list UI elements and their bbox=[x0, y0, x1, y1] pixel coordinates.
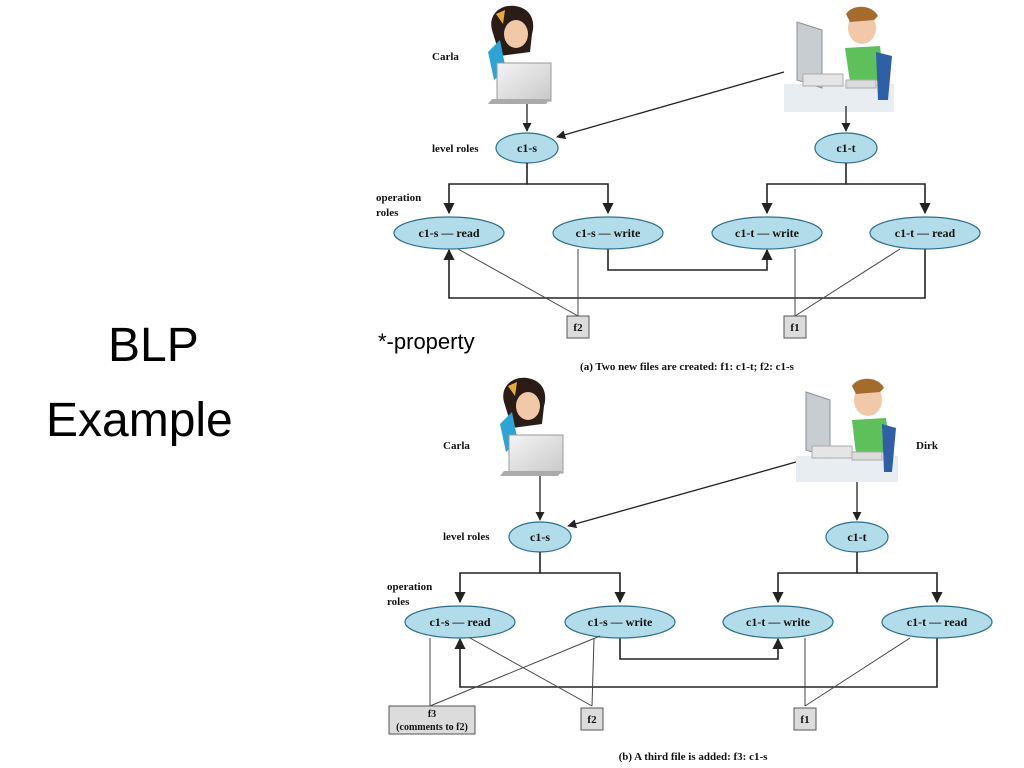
op-role-c1-t-read-a bbox=[869, 216, 981, 250]
carla-illustration-icon bbox=[488, 5, 552, 104]
file-f1-b bbox=[793, 707, 817, 731]
level-roles-label-b: level roles bbox=[443, 531, 490, 543]
op-role-c1-s-read-a-label: c1-s — read bbox=[418, 226, 479, 240]
file-f1-b-label: f1 bbox=[800, 714, 809, 726]
file-f3-b-label: f3 bbox=[428, 709, 436, 720]
operation-roles-label-b2: roles bbox=[387, 596, 410, 608]
carla-label-b: Carla bbox=[443, 440, 470, 452]
level-role-c1-t-a-label: c1-t bbox=[836, 141, 855, 155]
carla-illustration-b-icon bbox=[500, 377, 564, 476]
diagram-b: Carla Dirk level roles operation roles c… bbox=[387, 377, 993, 763]
level-roles-label-a: level roles bbox=[432, 143, 479, 155]
op-role-c1-s-read-a bbox=[393, 216, 505, 250]
op-role-c1-s-write-b-label: c1-s — write bbox=[588, 615, 653, 629]
file-f2-b-label: f2 bbox=[587, 714, 597, 726]
caption-a: (a) Two new files are created: f1: c1-t;… bbox=[580, 361, 795, 373]
op-role-c1-t-read-a-label: c1-t — read bbox=[895, 226, 956, 240]
op-role-c1-s-write-a bbox=[552, 216, 664, 250]
file-f2-a bbox=[566, 315, 590, 339]
op-role-c1-s-read-b-label: c1-s — read bbox=[429, 615, 490, 629]
file-f3-b-sublabel: (comments to f2) bbox=[396, 722, 468, 733]
file-f1-a-label: f1 bbox=[790, 322, 799, 334]
op-role-c1-s-read-b bbox=[404, 605, 516, 639]
dirk-illustration-icon bbox=[784, 6, 894, 112]
carla-label: Carla bbox=[432, 51, 459, 63]
dirk-illustration-b-icon bbox=[796, 378, 898, 482]
slide-title-line-1: BLP bbox=[108, 319, 199, 372]
operation-roles-label-a1: operation bbox=[376, 192, 421, 204]
file-f2-b bbox=[580, 707, 604, 731]
operation-roles-label-a2: roles bbox=[376, 207, 399, 219]
diagram-a: Carla level roles operation roles c1-s c… bbox=[376, 5, 981, 373]
op-role-c1-t-write-a bbox=[711, 216, 823, 250]
level-role-c1-s-b-label: c1-s bbox=[530, 530, 550, 544]
op-role-c1-t-write-b bbox=[722, 605, 834, 639]
op-role-c1-t-write-a-label: c1-t — write bbox=[735, 226, 800, 240]
dirk-label-b: Dirk bbox=[916, 440, 939, 452]
op-role-c1-s-write-b bbox=[564, 605, 676, 639]
caption-b: (b) A third file is added: f3: c1-s bbox=[619, 751, 769, 763]
level-role-c1-s-a-label: c1-s bbox=[517, 141, 537, 155]
file-f3-b bbox=[388, 705, 476, 735]
star-property-label: *-property bbox=[378, 329, 475, 354]
op-role-c1-t-read-b bbox=[881, 605, 993, 639]
op-role-c1-t-write-b-label: c1-t — write bbox=[746, 615, 811, 629]
op-role-c1-t-read-b-label: c1-t — read bbox=[907, 615, 968, 629]
file-f2-a-label: f2 bbox=[573, 322, 583, 334]
op-role-c1-s-write-a-label: c1-s — write bbox=[576, 226, 641, 240]
operation-roles-label-b1: operation bbox=[387, 581, 432, 593]
file-f1-a bbox=[783, 315, 807, 339]
slide-title-line-2: Example bbox=[46, 394, 233, 447]
level-role-c1-t-b-label: c1-t bbox=[847, 530, 866, 544]
